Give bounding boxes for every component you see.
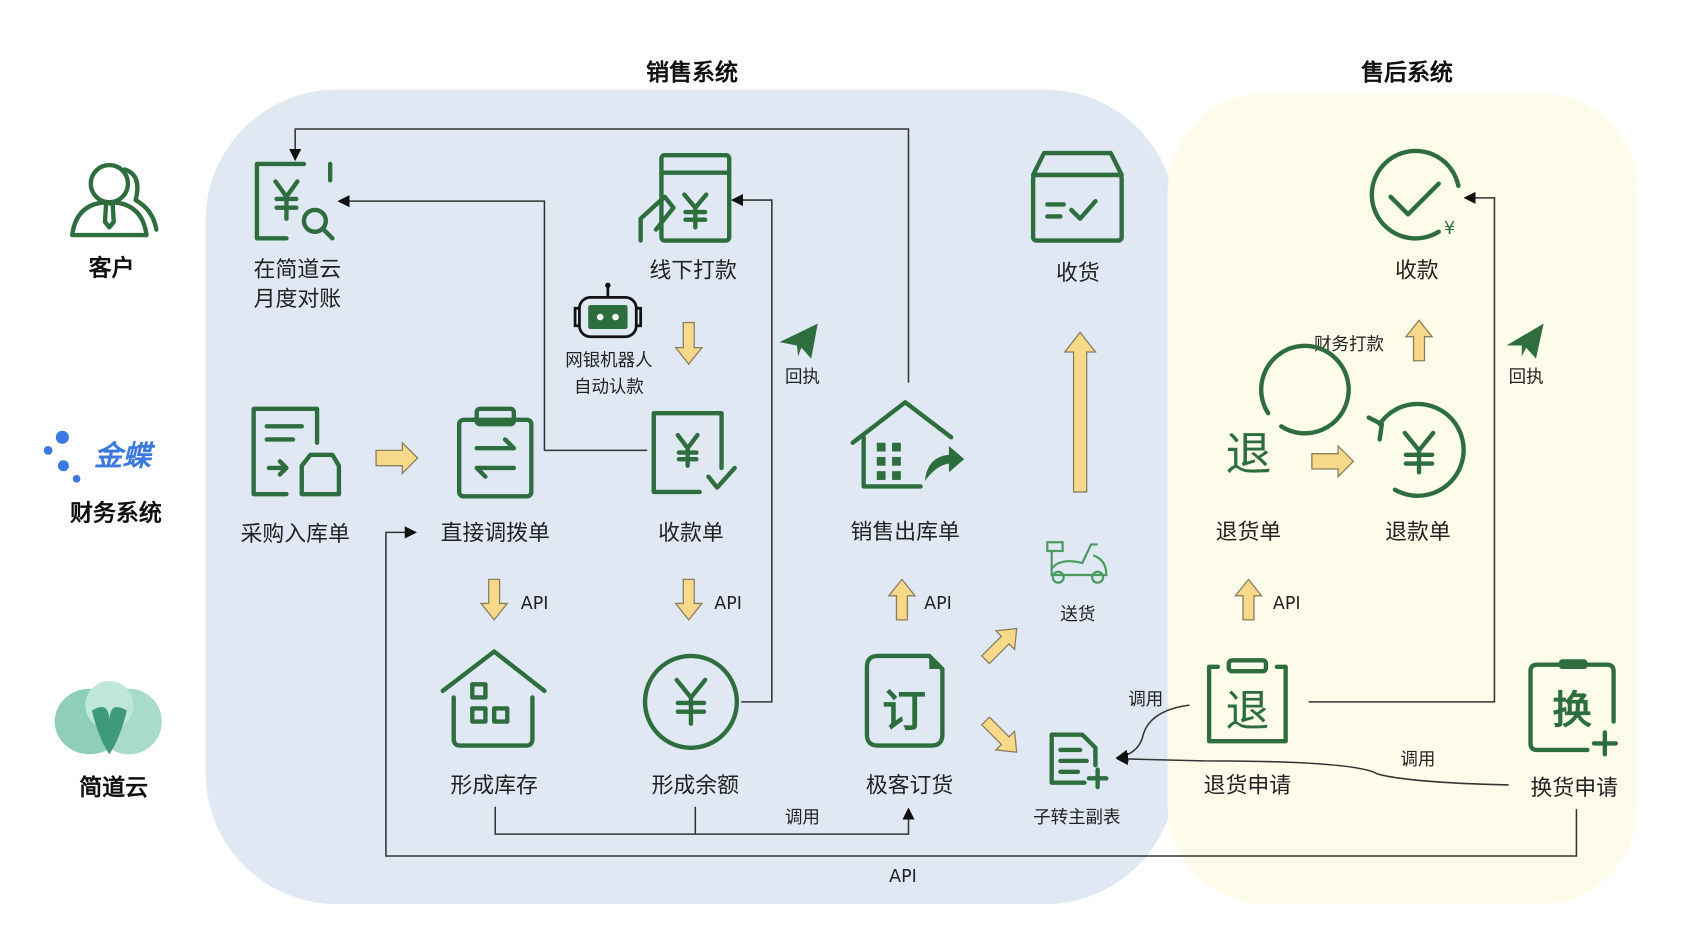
purchase-in-label: 采购入库单 — [241, 522, 350, 547]
recon-label-2: 月度对账 — [254, 287, 342, 312]
api-arrow-return-up — [1233, 578, 1263, 621]
kingdee-logo-text: 金蝶 — [94, 440, 155, 473]
after-sales-title: 售后系统 — [1361, 59, 1453, 86]
customer-label: 客户 — [89, 254, 135, 281]
sales-system-title: 销售系统 — [646, 59, 738, 86]
api-label-2: API — [714, 594, 742, 614]
api-arrow-order-up — [887, 578, 917, 621]
order-label: 极客订货 — [866, 774, 953, 799]
up-arrow-finance-pay — [1404, 319, 1434, 362]
return-char: 退 — [1226, 427, 1272, 481]
return-request-char: 退 — [1226, 686, 1270, 737]
balance-label: 形成余额 — [652, 774, 740, 799]
offline-payment-icon — [638, 153, 732, 243]
offline-payment-label: 线下打款 — [649, 259, 737, 284]
direct-transfer-label: 直接调拨单 — [441, 521, 550, 546]
right-arrow-return-to-refund — [1311, 444, 1355, 479]
collection-label: 收款单 — [658, 521, 724, 546]
api-label-1: API — [521, 594, 549, 614]
order-doc-icon: 订 — [864, 653, 945, 748]
finance-system-label: 财务系统 — [70, 499, 162, 526]
return-circle-icon: 退 — [1226, 343, 1351, 481]
jiandaoyun-logo-icon — [54, 681, 162, 755]
delivery-scooter-icon — [1046, 541, 1108, 584]
customer-icon — [69, 162, 159, 238]
purchase-receipt-icon — [251, 406, 342, 497]
exchange-char: 换 — [1552, 688, 1592, 734]
edge-exchange-to-transfer — [385, 526, 1578, 857]
bank-robot-label-2: 自动认款 — [574, 377, 644, 397]
svg-text:¥: ¥ — [1444, 219, 1455, 239]
jiandaoyun-label: 简道云 — [79, 774, 148, 801]
sub-to-main-label: 子转主副表 — [1033, 808, 1120, 828]
diag-arrow-to-sub — [980, 716, 1018, 753]
edge-return-to-receive — [1308, 191, 1496, 703]
bank-robot-icon — [573, 282, 643, 339]
receive-box-icon — [1030, 150, 1124, 243]
receive-check-icon: ¥ — [1369, 148, 1461, 241]
call-label-1: 调用 — [785, 808, 820, 828]
call-label-3: 调用 — [1400, 750, 1435, 770]
balance-yen-icon — [642, 653, 740, 750]
recon-search-icon — [254, 161, 335, 241]
order-char: 订 — [882, 686, 926, 737]
edge-balance-to-offline — [730, 193, 773, 703]
refund-cycle-icon — [1366, 401, 1466, 498]
exchange-request-label: 换货申请 — [1531, 776, 1618, 801]
recon-label-1: 在简道云 — [254, 258, 341, 283]
api-label-4: API — [1273, 594, 1301, 614]
edge-inventory-to-order — [494, 806, 915, 835]
edge-collection-to-recon — [337, 195, 648, 452]
diag-arrow-to-delivery — [980, 627, 1018, 665]
receive-goods-label: 收货 — [1056, 261, 1100, 286]
sales-out-label: 销售出库单 — [851, 520, 960, 545]
down-arrow-offline-to-collection — [674, 321, 704, 366]
inventory-house-icon — [440, 649, 547, 748]
inventory-label: 形成库存 — [450, 774, 537, 799]
api-arrow-transfer-down — [479, 578, 509, 621]
api-label-3: API — [924, 594, 952, 614]
receipt-label-1: 回执 — [785, 368, 820, 388]
bank-robot-label-1: 网银机器人 — [565, 351, 652, 371]
warehouse-out-icon — [850, 400, 965, 489]
sub-to-main-doc-icon — [1049, 732, 1109, 790]
return-order-label: 退货单 — [1216, 520, 1282, 545]
api-arrow-collection-down — [674, 578, 704, 621]
up-arrow-to-receive — [1063, 331, 1097, 493]
paper-plane-icon-2 — [1506, 323, 1544, 359]
delivery-label: 送货 — [1060, 605, 1095, 625]
sales-system-panel — [205, 89, 1177, 905]
receipt-label-2: 回执 — [1509, 368, 1544, 388]
return-request-clipboard-icon: 退 — [1206, 658, 1288, 744]
call-label-2: 调用 — [1128, 690, 1163, 710]
collection-bill-icon — [651, 411, 737, 495]
transfer-clipboard-icon — [456, 406, 534, 499]
finance-pay-label: 财务打款 — [1314, 335, 1384, 355]
api-label-bottom: API — [889, 867, 917, 887]
edge-exchange-to-sub — [1115, 752, 1509, 786]
paper-plane-icon — [779, 323, 818, 359]
right-arrow-purchase-to-transfer — [375, 441, 419, 475]
return-request-label: 退货申请 — [1204, 774, 1291, 799]
exchange-request-icon: 换 — [1528, 659, 1618, 757]
edge-salesout-to-recon — [289, 128, 910, 383]
kingdee-logo-icon — [43, 430, 81, 483]
refund-order-label: 退款单 — [1385, 520, 1451, 545]
refund-receive-label: 收款 — [1395, 259, 1439, 284]
